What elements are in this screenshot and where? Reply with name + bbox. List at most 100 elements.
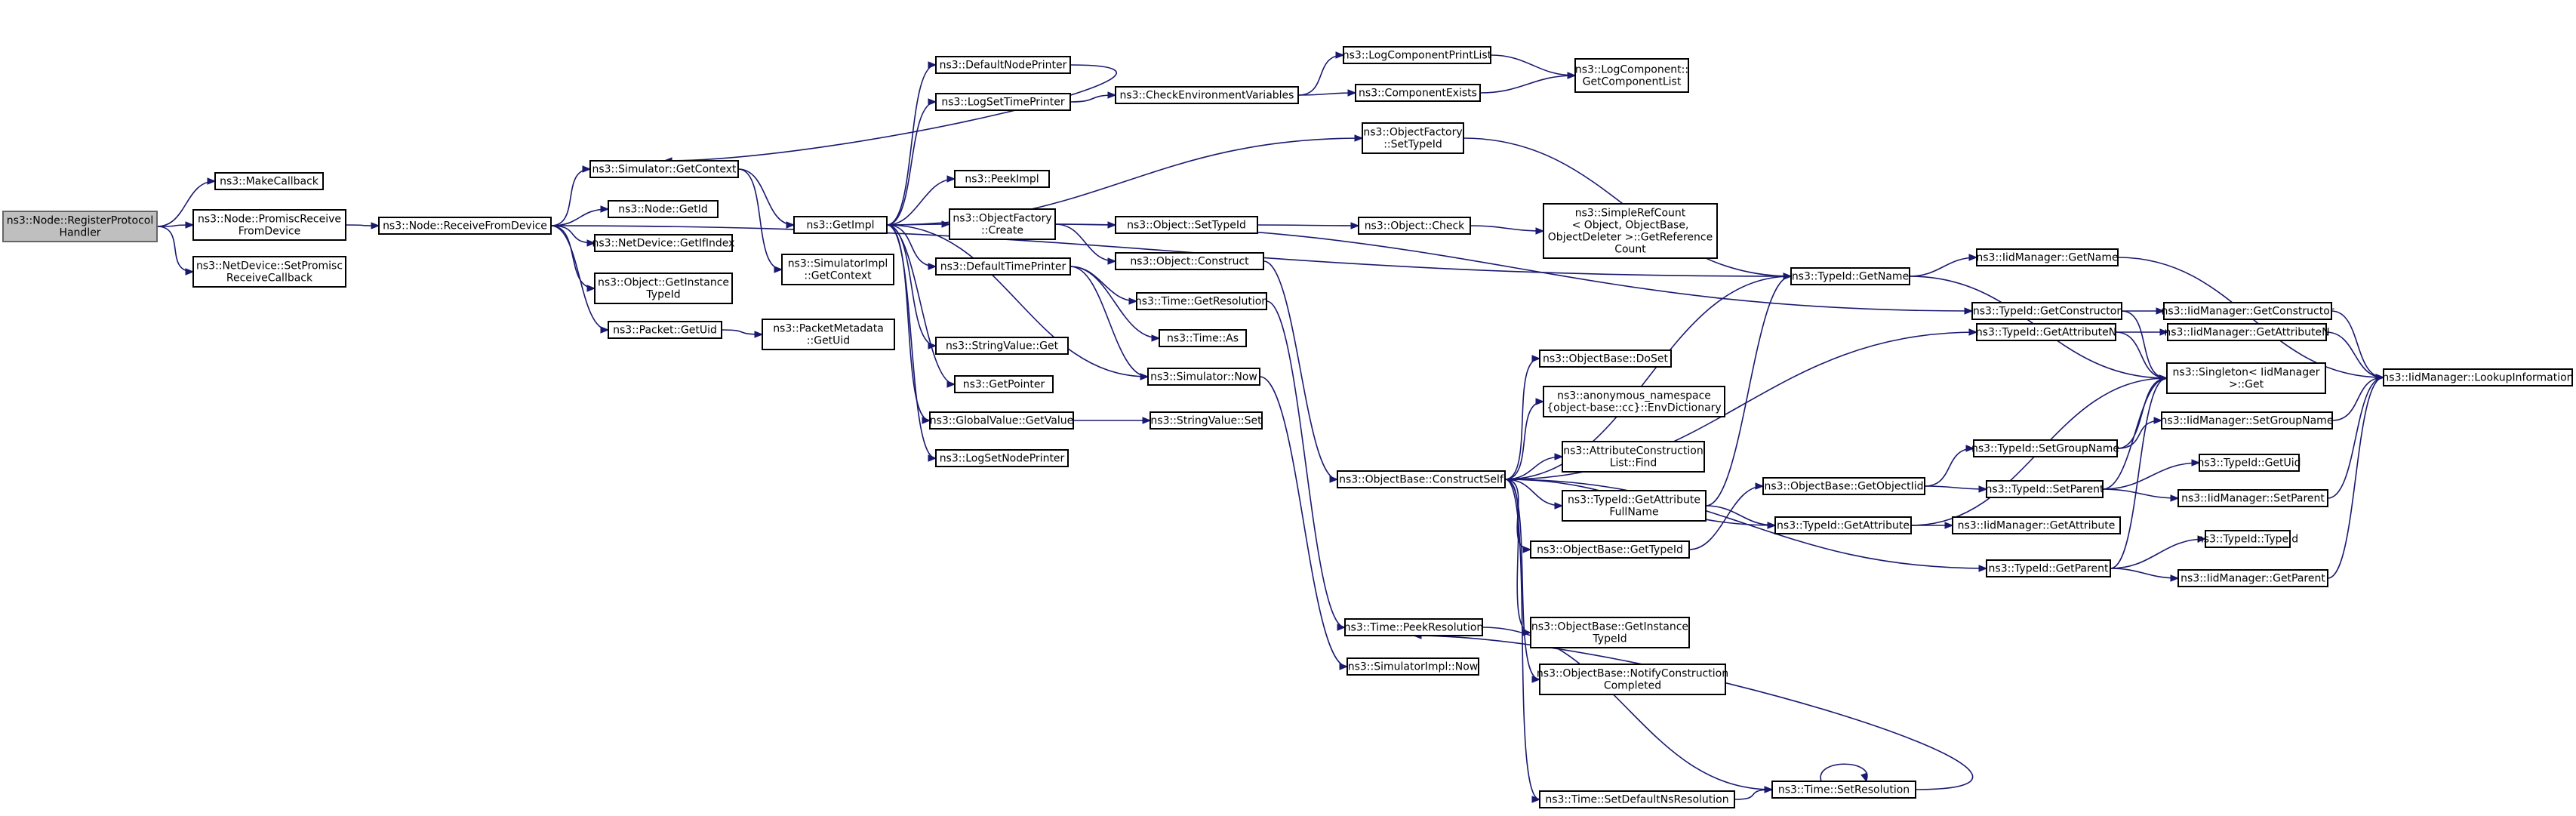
edge-arrowhead <box>1531 796 1541 803</box>
function-node[interactable]: ns3::ObjectBase::NotifyConstructionCompl… <box>1537 664 1728 695</box>
function-node[interactable]: ns3::TypeId::SetGroupName <box>1971 439 2119 457</box>
node-label: ns3::Object::Check <box>1365 220 1465 232</box>
function-node[interactable]: ns3::TypeId::GetConstructor <box>1971 302 2122 320</box>
function-node[interactable]: ns3::ComponentExists <box>1355 84 1481 102</box>
edge-arrowhead <box>946 380 956 388</box>
edge-line <box>1504 456 1563 480</box>
function-node[interactable]: ns3::Simulator::Now <box>1147 368 1260 386</box>
function-node[interactable]: ns3::IidManager::LookupInformation <box>2382 368 2574 386</box>
function-node[interactable]: ns3::Node::ReceiveFromDevice <box>378 217 552 235</box>
edge-arrowhead <box>1860 772 1868 783</box>
function-node[interactable]: ns3::IidManager::SetParent <box>2177 489 2328 507</box>
edge-arrowhead <box>1978 485 1988 493</box>
function-node[interactable]: ns3::TypeId::SetParent <box>1986 480 2104 498</box>
call-edge <box>1470 225 1545 235</box>
call-edge <box>1054 223 1117 265</box>
edge-line <box>1504 479 1540 680</box>
call-edge <box>737 168 783 273</box>
edge-line <box>550 225 1792 277</box>
function-node[interactable]: ns3::NetDevice::GetIfIndex <box>592 234 735 252</box>
function-node[interactable]: ns3::ObjectBase::DoSet <box>1539 349 1672 368</box>
node-box <box>1562 441 1705 473</box>
function-node[interactable]: ns3::ObjectBase::GetObjectIid <box>1762 477 1925 495</box>
function-node[interactable]: ns3::LogComponent::GetComponentList <box>1574 58 1689 93</box>
function-node[interactable]: ns3::LogComponentPrintList <box>1343 46 1492 64</box>
function-node[interactable]: ns3::MakeCallback <box>214 172 324 190</box>
function-node[interactable]: ns3::IidManager::GetAttribute <box>1952 516 2121 534</box>
function-node[interactable]: ns3::NetDevice::SetPromiscReceiveCallbac… <box>192 256 346 288</box>
function-node[interactable]: ns3::TypeId::GetParent <box>1986 559 2111 577</box>
node-label: ::Create <box>981 225 1023 237</box>
function-node[interactable]: ns3::Time::SetDefaultNsResolution <box>1539 790 1735 808</box>
function-node[interactable]: ns3::LogSetTimePrinter <box>935 93 1071 111</box>
function-node[interactable]: ns3::SimpleRefCount< Object, ObjectBase,… <box>1543 203 1718 259</box>
function-node[interactable]: ns3::IidManager::GetConstructor <box>2161 302 2334 320</box>
function-node[interactable]: ns3::IidManager::SetGroupName <box>2161 411 2334 430</box>
call-edge <box>1705 505 1777 529</box>
function-node[interactable]: ns3::Time::SetResolution <box>1771 781 1916 799</box>
function-node[interactable]: ns3::ObjectBase::GetTypeId <box>1530 540 1690 559</box>
call-edge <box>1069 91 1117 103</box>
edge-arrowhead <box>1347 89 1357 97</box>
function-node[interactable]: ns3::Object::Construct <box>1115 252 1264 270</box>
function-node[interactable]: ns3::Object::Check <box>1358 217 1471 235</box>
function-node[interactable]: ns3::PacketMetadata::GetUid <box>762 319 895 350</box>
function-node[interactable]: ns3::GetPointer <box>954 375 1054 393</box>
function-node[interactable]: ns3::anonymous_namespace{object-base::cc… <box>1543 386 1725 417</box>
function-node[interactable]: ns3::SimulatorImpl::GetContext <box>781 254 894 285</box>
edge-line <box>1909 257 1977 277</box>
function-node[interactable]: ns3::IidManager::GetParent <box>2177 569 2328 587</box>
edge-arrowhead <box>1107 257 1117 265</box>
function-node[interactable]: ns3::LogSetNodePrinter <box>935 449 1069 467</box>
edge-arrowhead <box>600 205 610 213</box>
node-label: ns3::ObjectFactory <box>953 213 1051 225</box>
edge-line <box>1504 276 1792 480</box>
function-node[interactable]: ns3::ObjectBase::ConstructSelf <box>1337 470 1506 488</box>
node-box <box>1562 490 1707 522</box>
function-node[interactable]: ns3::TypeId::GetUid <box>2197 454 2301 472</box>
function-node[interactable]: ns3::StringValue::Set <box>1150 411 1263 430</box>
edge-arrowhead <box>922 417 931 424</box>
call-edge <box>886 224 1150 380</box>
function-node[interactable]: ns3::CheckEnvironmentVariables <box>1115 86 1299 104</box>
function-node[interactable]: ns3::Node::GetId <box>608 200 719 218</box>
function-node[interactable]: ns3::SimulatorImpl::Now <box>1346 657 1479 676</box>
function-node[interactable]: ns3::ObjectFactory::Create <box>949 208 1056 240</box>
function-node[interactable]: ns3::Time::PeekResolution <box>1344 618 1484 636</box>
function-node[interactable]: ns3::TypeId::TypeId <box>2197 530 2298 548</box>
edge-arrowhead <box>1142 417 1152 424</box>
node-label: ns3::StringValue::Get <box>946 340 1059 353</box>
node-label: ns3::anonymous_namespace <box>1557 390 1711 402</box>
function-node[interactable]: ns3::StringValue::Get <box>935 337 1069 355</box>
function-node[interactable]: ns3::Time::GetResolution <box>1135 292 1268 310</box>
function-node[interactable]: ns3::TypeId::GetAttributeN <box>1976 323 2116 341</box>
function-node[interactable]: ns3::IidManager::GetName <box>1976 248 2119 266</box>
function-node[interactable]: ns3::GlobalValue::GetValue <box>929 411 1074 430</box>
function-node[interactable]: ns3::Singleton< IidManager>::Get <box>2166 362 2326 394</box>
edge-line <box>156 180 216 227</box>
function-node[interactable]: ns3::Packet::GetUid <box>608 321 722 339</box>
function-node[interactable]: ns3::IidManager::GetAttributeN <box>2164 323 2330 341</box>
function-node[interactable]: ns3::TypeId::GetName <box>1790 267 1910 285</box>
node-label: ns3::Node::GetId <box>618 204 707 216</box>
function-node[interactable]: ns3::DefaultNodePrinter <box>935 56 1071 74</box>
call-edge <box>2327 374 2385 579</box>
node-label: ns3::Node::ReceiveFromDevice <box>383 220 547 232</box>
function-node[interactable]: ns3::Simulator::GetContext <box>589 160 739 178</box>
function-node[interactable]: ns3::Object::SetTypeId <box>1115 216 1258 234</box>
function-node[interactable]: ns3::ObjectFactory::SetTypeId <box>1362 122 1464 154</box>
function-node[interactable]: ns3::GetImpl <box>793 216 888 234</box>
function-node[interactable]: ns3::PeekImpl <box>954 170 1050 188</box>
function-node[interactable]: ns3::TypeId::GetAttribute <box>1774 516 1912 534</box>
function-node[interactable]: ns3::DefaultTimePrinter <box>935 257 1071 276</box>
edge-line <box>886 64 937 226</box>
function-node[interactable]: ns3::Time::As <box>1159 329 1247 347</box>
call-edge <box>1263 260 1339 483</box>
edge-arrowhead <box>1767 522 1777 529</box>
